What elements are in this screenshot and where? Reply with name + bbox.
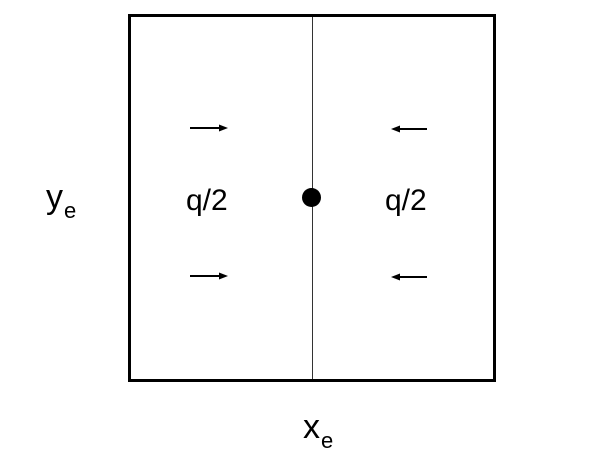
left-region-label: q/2 (186, 184, 228, 217)
y-axis-main: y (46, 178, 63, 216)
x-axis-main: x (303, 408, 320, 446)
x-axis-subscript: e (321, 428, 334, 453)
right-region-label: q/2 (385, 184, 427, 217)
domain-boundary (128, 14, 496, 382)
x-axis-label: xe (303, 408, 333, 452)
y-axis-label: ye (46, 178, 76, 222)
y-axis-subscript: e (64, 198, 77, 223)
center-point (302, 188, 321, 207)
